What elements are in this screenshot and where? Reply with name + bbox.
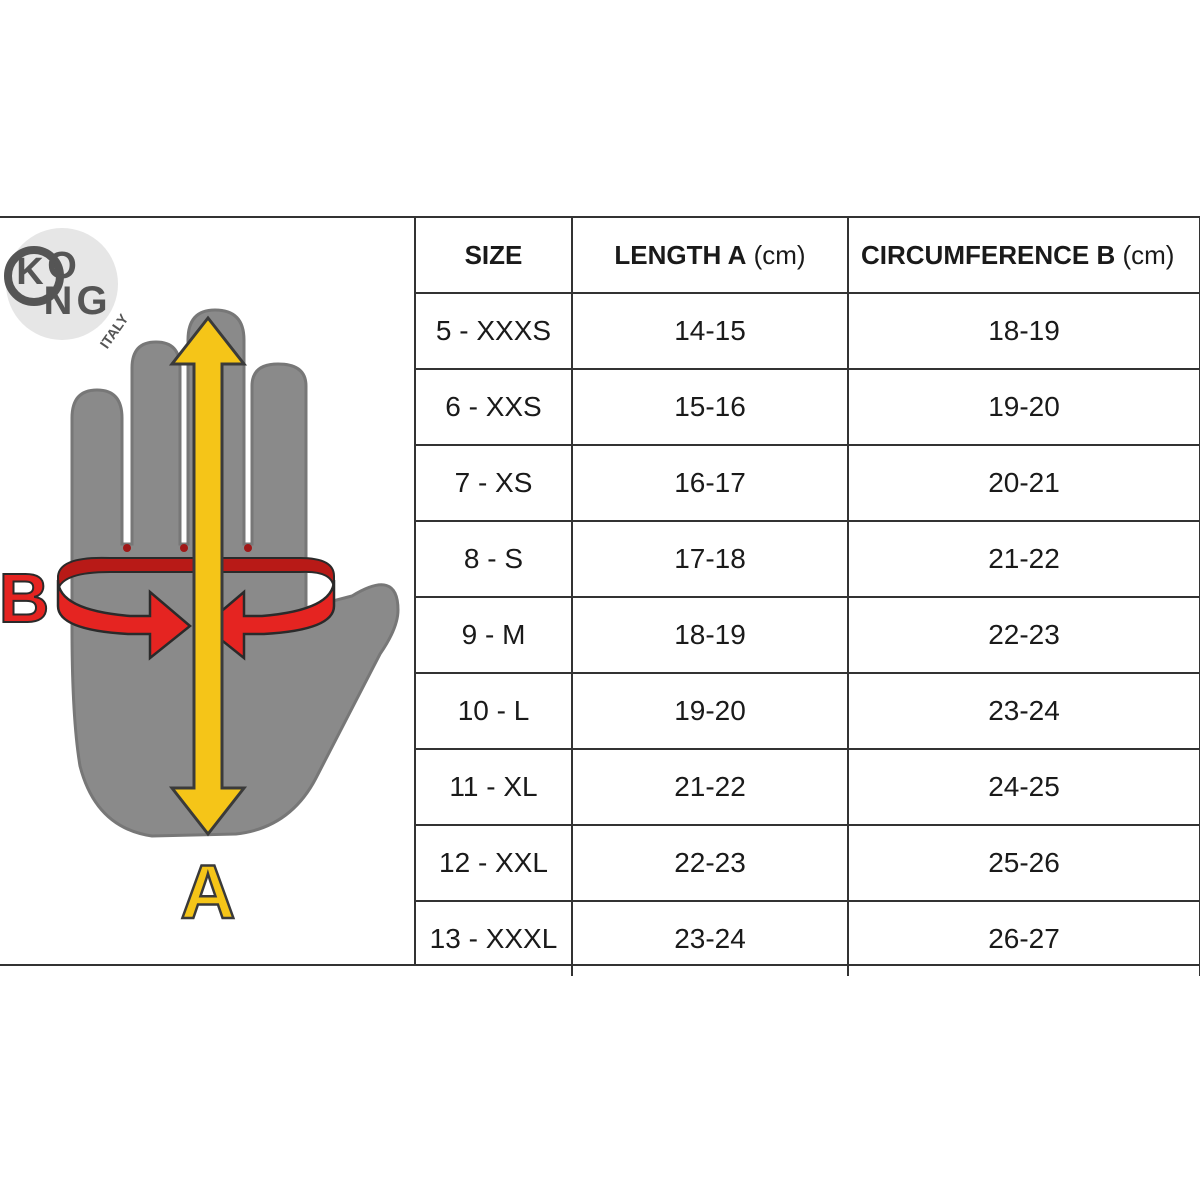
knuckle-mark bbox=[244, 544, 252, 552]
table-row: 6 - XXS 15-16 19-20 bbox=[416, 368, 1200, 446]
cell-length: 17-18 bbox=[571, 520, 849, 598]
cell-size: 9 - M bbox=[416, 596, 573, 674]
cell-length: 16-17 bbox=[571, 444, 849, 522]
knuckle-mark bbox=[123, 544, 131, 552]
table-row: 11 - XL 21-22 24-25 bbox=[416, 748, 1200, 826]
header-size: SIZE bbox=[416, 218, 573, 294]
cell-circumference: 24-25 bbox=[847, 748, 1200, 826]
table-row: 5 - XXXS 14-15 18-19 bbox=[416, 292, 1200, 370]
label-b: B bbox=[0, 559, 49, 637]
table-header-row: SIZE LENGTH A (cm) CIRCUMFERENCE B (cm) bbox=[416, 218, 1200, 294]
cell-size: 11 - XL bbox=[416, 748, 573, 826]
header-circumference: CIRCUMFERENCE B (cm) bbox=[847, 218, 1200, 294]
cell-circumference: 22-23 bbox=[847, 596, 1200, 674]
kong-logo: K O N G ITALY bbox=[4, 228, 132, 351]
header-length-label: LENGTH A bbox=[614, 239, 747, 270]
length-a-indicator: A bbox=[168, 315, 248, 936]
header-length-unit: (cm) bbox=[753, 239, 806, 270]
cell-circumference: 19-20 bbox=[847, 368, 1200, 446]
label-a: A bbox=[181, 850, 236, 935]
cell-size: 13 - XXXL bbox=[416, 900, 573, 976]
cell-size: 7 - XS bbox=[416, 444, 573, 522]
header-length: LENGTH A (cm) bbox=[571, 218, 849, 294]
cell-size: 12 - XXL bbox=[416, 824, 573, 902]
cell-size: 6 - XXS bbox=[416, 368, 573, 446]
cell-length: 23-24 bbox=[571, 900, 849, 976]
cell-size: 10 - L bbox=[416, 672, 573, 750]
hand-diagram: K O N G ITALY B bbox=[0, 228, 400, 936]
table-row: 7 - XS 16-17 20-21 bbox=[416, 444, 1200, 522]
header-circ-label: CIRCUMFERENCE B bbox=[861, 239, 1116, 270]
cell-circumference: 18-19 bbox=[847, 292, 1200, 370]
cell-length: 21-22 bbox=[571, 748, 849, 826]
cell-size: 5 - XXXS bbox=[416, 292, 573, 370]
cell-size: 8 - S bbox=[416, 520, 573, 598]
cell-length: 22-23 bbox=[571, 824, 849, 902]
band-left-arrow bbox=[56, 579, 192, 661]
cell-circumference: 20-21 bbox=[847, 444, 1200, 522]
hand-measurement-illustration: K O N G ITALY B bbox=[0, 218, 416, 964]
circumference-b-indicator: B bbox=[0, 556, 336, 661]
knuckle-mark bbox=[180, 544, 188, 552]
header-circ-unit: (cm) bbox=[1122, 239, 1175, 270]
table-row: 10 - L 19-20 23-24 bbox=[416, 672, 1200, 750]
table-row: 8 - S 17-18 21-22 bbox=[416, 520, 1200, 598]
table-row: 12 - XXL 22-23 25-26 bbox=[416, 824, 1200, 902]
cell-length: 15-16 bbox=[571, 368, 849, 446]
cell-length: 19-20 bbox=[571, 672, 849, 750]
length-arrow bbox=[168, 315, 248, 837]
logo-letter-k: K bbox=[16, 251, 44, 293]
logo-letter-n: N bbox=[44, 279, 73, 323]
band-right-arrow bbox=[202, 579, 336, 661]
table-row: 9 - M 18-19 22-23 bbox=[416, 596, 1200, 674]
cell-circumference: 25-26 bbox=[847, 824, 1200, 902]
size-chart: K O N G ITALY B bbox=[0, 216, 1200, 976]
logo-ring bbox=[4, 246, 64, 306]
size-table: SIZE LENGTH A (cm) CIRCUMFERENCE B (cm) … bbox=[416, 218, 1200, 976]
logo-letter-o: O bbox=[47, 245, 77, 287]
cell-circumference: 23-24 bbox=[847, 672, 1200, 750]
cell-circumference: 26-27 bbox=[847, 900, 1200, 976]
table-row: 13 - XXXL 23-24 26-27 bbox=[416, 900, 1200, 976]
cell-length: 18-19 bbox=[571, 596, 849, 674]
cell-circumference: 21-22 bbox=[847, 520, 1200, 598]
cell-length: 14-15 bbox=[571, 292, 849, 370]
logo-letter-g: G bbox=[76, 279, 107, 323]
